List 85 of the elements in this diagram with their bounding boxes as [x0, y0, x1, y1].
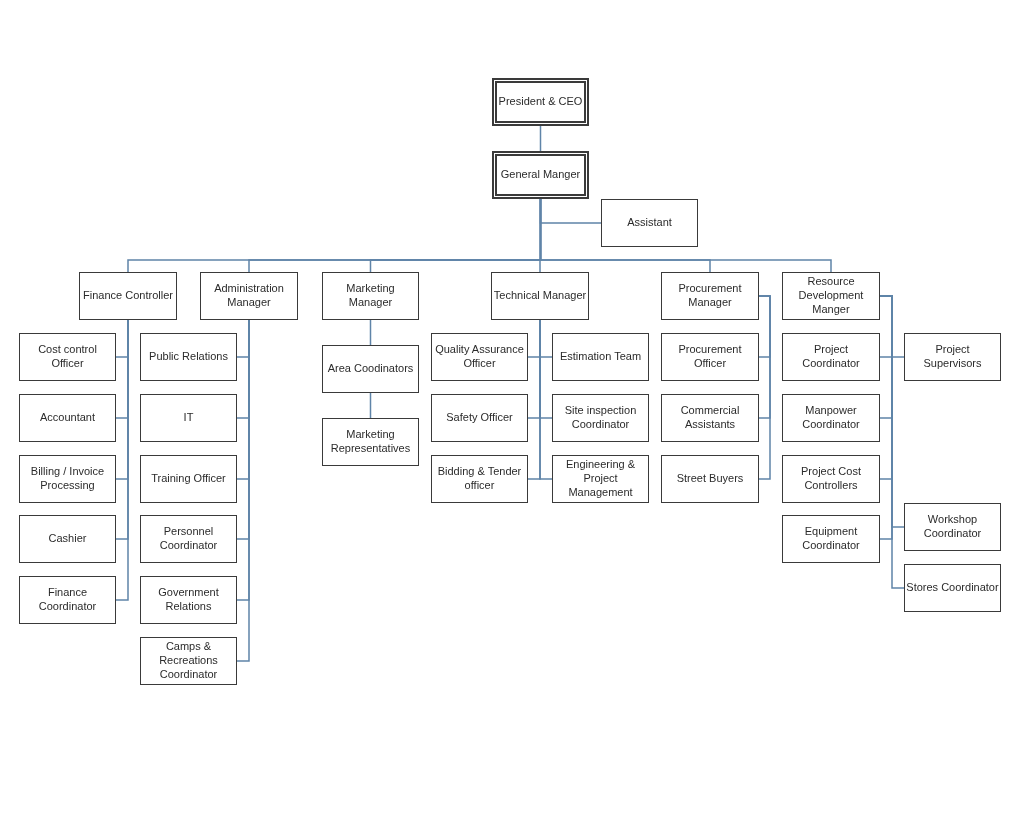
job-title: Marketing Manager: [345, 282, 396, 310]
org-box: [904, 333, 1001, 381]
job-title: Site inspection Coordinator: [563, 404, 638, 432]
job-title: Street Buyers: [676, 472, 744, 486]
org-box: [782, 455, 880, 503]
job-title: Government Relations: [157, 586, 220, 614]
job-title: Resource Development Manger: [797, 275, 865, 317]
org-box: [322, 272, 419, 320]
org-box: [661, 333, 759, 381]
org-box: [491, 272, 589, 320]
connector-line: [758, 295, 771, 480]
org-box: [601, 199, 698, 247]
job-title: President & CEO: [498, 95, 583, 109]
job-title: Finance Controller: [83, 289, 173, 303]
job-title: Billing / Invoice Processing: [29, 465, 106, 493]
org-box: [322, 418, 419, 466]
org-box: [661, 394, 759, 442]
job-title: Project Coordinator: [801, 343, 861, 371]
org-box: [200, 272, 298, 320]
connector-line: [539, 319, 553, 480]
org-box: [431, 394, 528, 442]
job-title: Marketing Representatives: [329, 428, 412, 456]
org-box: [492, 78, 589, 126]
org-box: [904, 503, 1001, 551]
org-box: [19, 515, 116, 563]
connector-line: [369, 319, 372, 346]
org-box: [782, 333, 880, 381]
job-title: Commercial Assistants: [679, 404, 741, 432]
connector-line: [879, 295, 905, 589]
org-box: [322, 345, 419, 393]
job-title: Bidding & Tender officer: [436, 465, 523, 493]
connector-line: [115, 319, 129, 601]
job-title: Workshop Coordinator: [922, 513, 983, 541]
job-title: Engineering & Project Management: [564, 458, 637, 500]
org-box: [782, 394, 880, 442]
org-box: [661, 272, 759, 320]
job-title: Administration Manager: [213, 282, 285, 310]
job-title: Equipment Coordinator: [801, 525, 861, 553]
org-box: [782, 272, 880, 320]
org-box: [140, 455, 237, 503]
job-title: Training Officer: [151, 472, 226, 486]
job-title: Estimation Team: [559, 350, 642, 364]
org-box: [661, 455, 759, 503]
org-box: [19, 576, 116, 624]
connector-line: [539, 125, 542, 152]
org-box: [19, 455, 116, 503]
job-title: Stores Coordinator: [906, 581, 999, 595]
org-box: [19, 394, 116, 442]
org-box: [431, 455, 528, 503]
job-title: Cost control Officer: [37, 343, 98, 371]
org-box: [904, 564, 1001, 612]
job-title: Accountant: [39, 411, 95, 425]
org-box: [140, 333, 237, 381]
job-title: Procurement Manager: [677, 282, 743, 310]
job-title: Cashier: [48, 532, 87, 546]
job-title: Area Coodinators: [327, 362, 414, 376]
org-box: [492, 151, 589, 199]
org-box: [79, 272, 177, 320]
job-title: IT: [183, 411, 194, 425]
job-title: Safety Officer: [446, 411, 513, 425]
org-box: [140, 394, 237, 442]
job-title: Assistant: [627, 216, 672, 230]
org-box: [140, 515, 237, 563]
job-title: Personnel Coordinator: [158, 525, 219, 553]
org-box: [782, 515, 880, 563]
org-box: [140, 637, 237, 685]
job-title: Finance Coordinator: [37, 586, 98, 614]
job-title: Project Supervisors: [922, 343, 983, 371]
connector-line: [236, 319, 250, 662]
org-box: [140, 576, 237, 624]
job-title: Manpower Coordinator: [801, 404, 861, 432]
job-title: Technical Manager: [493, 289, 587, 303]
job-title: General Manger: [500, 168, 581, 182]
job-title: Quality Assurance Officer: [434, 343, 525, 371]
connector-line: [369, 392, 372, 419]
connector-line: [539, 198, 832, 273]
org-box: [552, 455, 649, 503]
job-title: Camps & Recreations Coordinator: [158, 640, 219, 682]
org-box: [431, 333, 528, 381]
job-title: Procurement Officer: [677, 343, 743, 371]
job-title: Project Cost Controllers: [800, 465, 862, 493]
org-box: [552, 333, 649, 381]
org-box: [552, 394, 649, 442]
job-title: Public Relations: [149, 350, 228, 364]
org-box: [19, 333, 116, 381]
